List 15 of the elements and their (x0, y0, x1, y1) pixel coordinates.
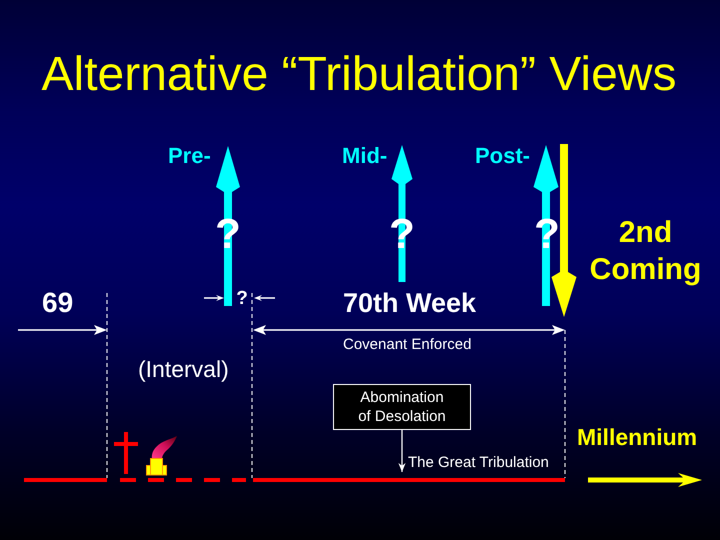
period-label: (Interval) (138, 358, 229, 380)
event-label: 2nd Coming (588, 214, 702, 288)
period-label: 70th Week (343, 290, 476, 317)
period-label: Millennium (577, 426, 698, 448)
period-caption: The Great Tribulation (402, 455, 560, 473)
period-label: 69 (42, 289, 74, 317)
question-mark: ? (235, 289, 249, 308)
event-box (333, 384, 471, 430)
event-text: Abomination of Desolation (357, 388, 447, 426)
view-label: Mid- (342, 144, 388, 166)
title: Alternative “Tribulation” Views (40, 50, 678, 98)
view-label: Post- (475, 144, 530, 166)
view-label: Pre- (168, 144, 211, 166)
arrow (398, 430, 406, 472)
period-caption: Covenant Enforced (343, 337, 472, 352)
